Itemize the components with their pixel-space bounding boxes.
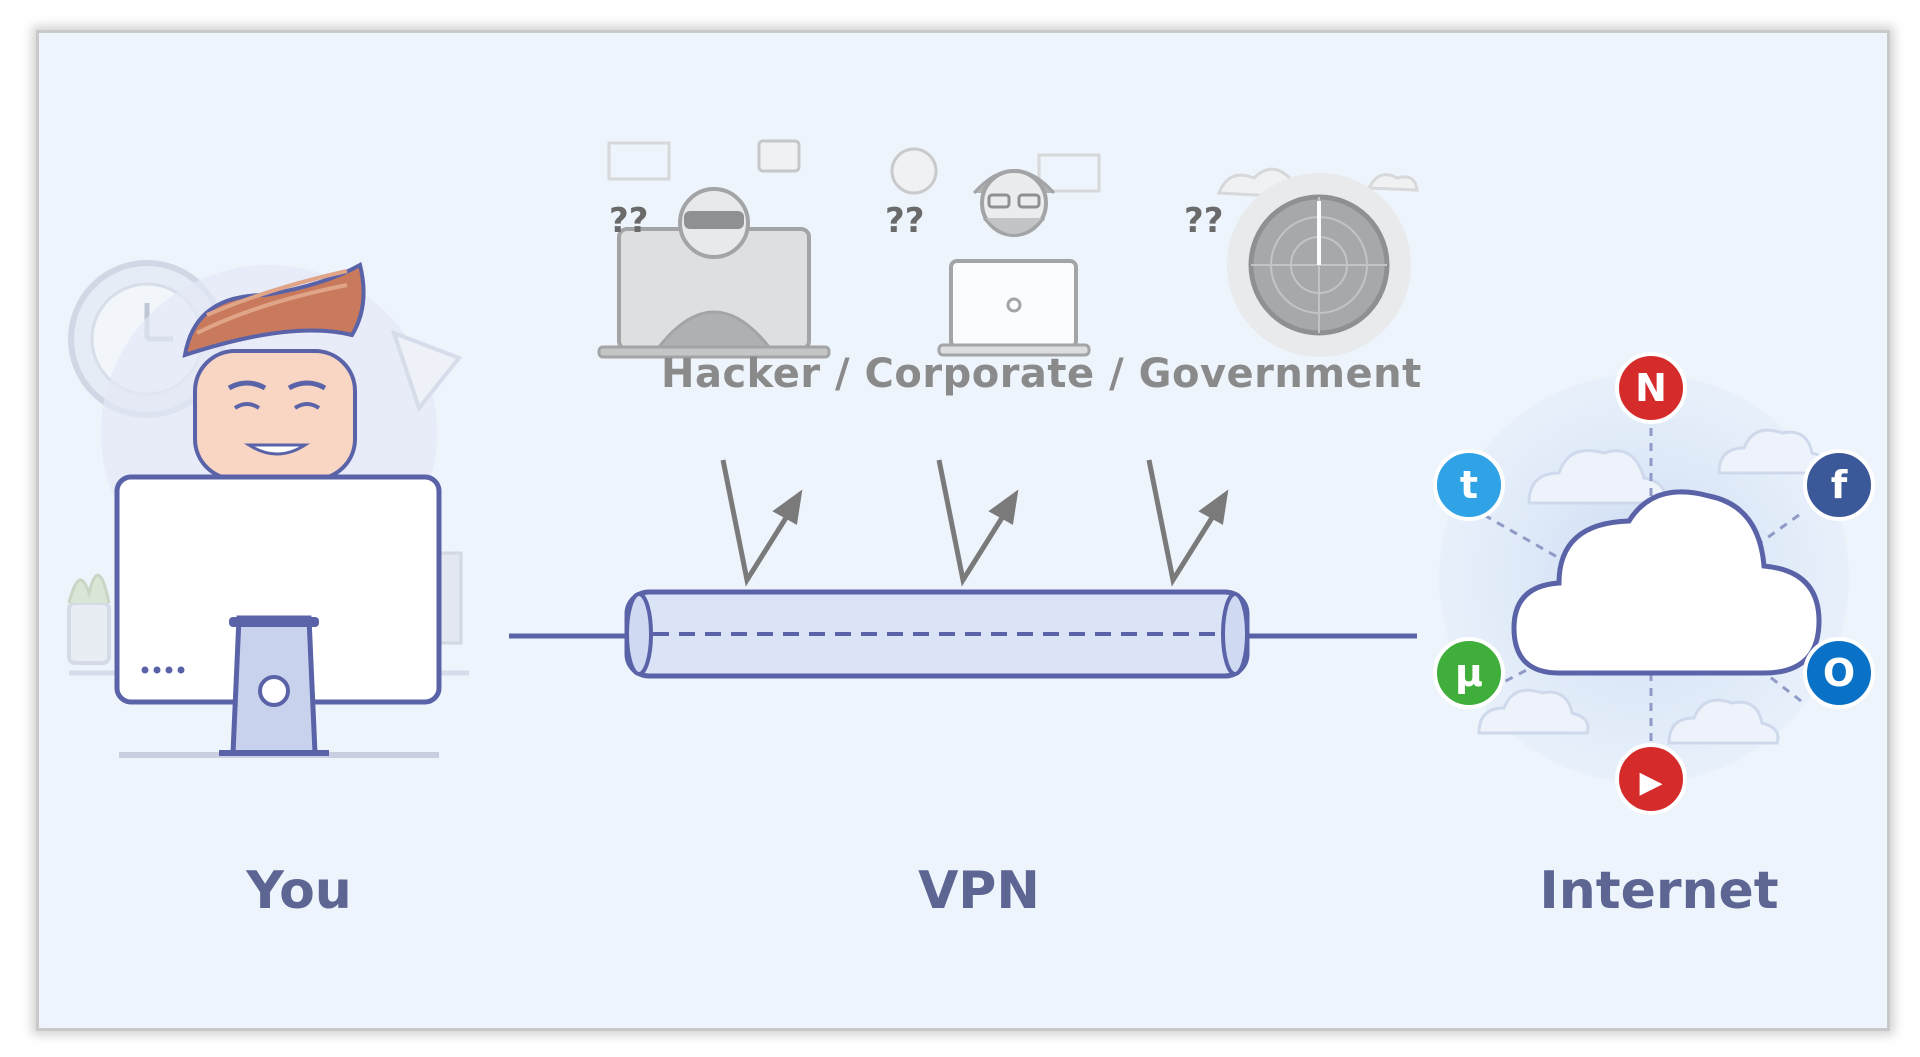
svg-text:▶: ▶ xyxy=(1639,765,1662,800)
svg-text:O: O xyxy=(1823,651,1855,695)
internet-illustration xyxy=(1439,373,1849,783)
hair xyxy=(182,261,366,358)
government-illustration xyxy=(1216,167,1419,357)
cloud-icon xyxy=(1511,489,1822,676)
youtube-icon: ▶ xyxy=(1615,743,1687,815)
facebook-icon: f xyxy=(1803,449,1875,521)
user-illustration xyxy=(67,260,469,758)
vpn-tunnel xyxy=(624,589,1250,679)
svg-text:µ: µ xyxy=(1455,651,1483,695)
utorrent-icon: µ xyxy=(1433,637,1505,709)
corporate-question: ?? xyxy=(885,201,925,241)
svg-text:N: N xyxy=(1635,366,1667,410)
vpn-label: VPN xyxy=(918,861,1040,921)
blocked-arrow-3 xyxy=(1146,459,1229,587)
internet-label: Internet xyxy=(1539,861,1779,921)
blocked-arrow-2 xyxy=(936,459,1019,587)
svg-text:f: f xyxy=(1831,463,1848,507)
government-question: ?? xyxy=(1184,201,1224,241)
outlook-icon: O xyxy=(1803,637,1875,709)
svg-text:t: t xyxy=(1460,463,1478,507)
diagram-canvas: Nt f µ O ▶ xyxy=(67,139,1875,815)
netflix-icon: N xyxy=(1615,352,1687,424)
twitter-icon: t xyxy=(1433,449,1505,521)
observers-caption: Hacker / Corporate / Government xyxy=(661,351,1422,397)
blocked-arrow-1 xyxy=(720,459,803,587)
hacker-question: ?? xyxy=(609,201,649,241)
corporate-illustration xyxy=(890,147,1101,357)
face xyxy=(193,349,357,481)
hacker-illustration xyxy=(597,139,831,359)
blocked-arrows xyxy=(720,459,1229,587)
plant-icon xyxy=(67,601,111,665)
you-label: You xyxy=(246,861,352,921)
lamp-icon xyxy=(390,329,463,413)
service-icons: Nt f µ O ▶ xyxy=(1433,352,1875,815)
